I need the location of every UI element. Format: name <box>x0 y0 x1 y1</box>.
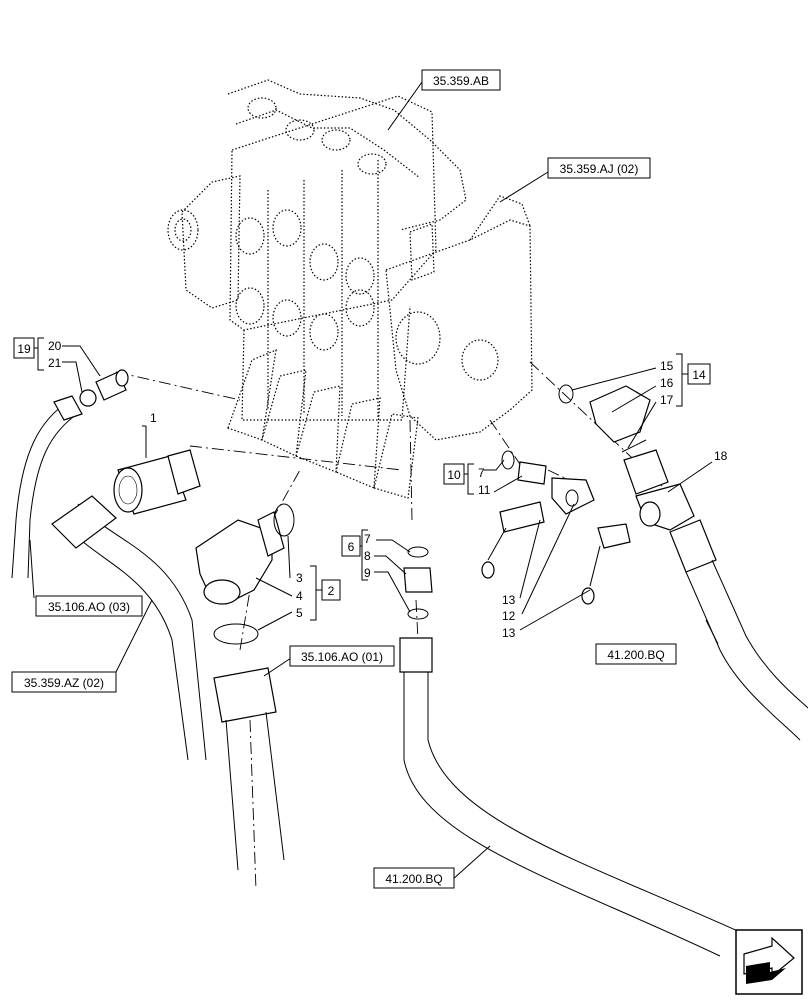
reference-35359ab[interactable]: 35.359.AB <box>421 69 501 91</box>
reference-41200bq-right[interactable]: 41.200.BQ <box>595 643 677 665</box>
svg-text:7: 7 <box>478 466 485 480</box>
svg-text:7: 7 <box>364 532 371 546</box>
group-14: 14 15 16 17 <box>660 353 711 407</box>
fitting-18-tee <box>623 449 695 531</box>
svg-text:8: 8 <box>364 549 371 563</box>
group-19: 19 20 21 <box>13 337 62 371</box>
fitting-10 <box>501 450 595 515</box>
svg-text:12: 12 <box>502 609 516 623</box>
fitting-2-elbow <box>195 503 295 645</box>
hose-center-left <box>213 667 285 871</box>
fitting-1-adapter <box>113 449 201 515</box>
svg-text:15: 15 <box>660 359 674 373</box>
assembly-center-lines <box>115 361 663 891</box>
group-2: 2 3 4 5 <box>296 565 341 621</box>
svg-text:6: 6 <box>348 540 355 554</box>
svg-text:11: 11 <box>478 483 491 497</box>
reference-41200bq-bottom[interactable]: 41.200.BQ <box>373 867 455 889</box>
hose-left <box>11 395 83 579</box>
group-10: 10 7 11 <box>443 463 491 497</box>
fitting-13-banjo <box>481 501 631 605</box>
svg-text:18: 18 <box>714 449 728 463</box>
fitting-19 <box>79 369 129 407</box>
reference-35359aj[interactable]: 35.359.AJ (02) <box>547 157 651 179</box>
reference-35106ao-03[interactable]: 35.106.AO (03) <box>35 595 143 617</box>
control-valve-assembly <box>167 79 533 499</box>
svg-text:35.359.AJ (02): 35.359.AJ (02) <box>560 162 639 176</box>
svg-text:13: 13 <box>502 593 516 607</box>
svg-text:3: 3 <box>296 571 303 585</box>
hose-middle-left <box>51 495 207 761</box>
fitting-14-elbow <box>558 384 651 453</box>
next-page-arrow-icon[interactable] <box>735 929 803 995</box>
svg-text:19: 19 <box>17 342 31 356</box>
leader-lines <box>29 81 719 881</box>
svg-text:13: 13 <box>502 626 516 640</box>
fitting-6 <box>403 546 433 620</box>
svg-text:41.200.BQ: 41.200.BQ <box>385 872 442 886</box>
svg-text:35.359.AZ (02): 35.359.AZ (02) <box>24 676 104 690</box>
svg-text:2: 2 <box>328 584 335 598</box>
svg-text:5: 5 <box>296 606 303 620</box>
callout-labels: 1 13 12 13 18 <box>150 411 728 640</box>
svg-text:41.200.BQ: 41.200.BQ <box>607 648 664 662</box>
svg-text:16: 16 <box>660 376 674 390</box>
svg-text:10: 10 <box>447 468 461 482</box>
hose-center <box>399 637 741 957</box>
group-6: 6 7 8 9 <box>341 529 371 581</box>
svg-text:20: 20 <box>48 339 62 353</box>
svg-text:9: 9 <box>364 566 371 580</box>
svg-text:14: 14 <box>692 368 706 382</box>
reference-35106ao-01[interactable]: 35.106.AO (01) <box>289 645 395 667</box>
svg-text:35.106.AO (01): 35.106.AO (01) <box>301 650 383 664</box>
hose-right <box>669 519 808 741</box>
svg-text:4: 4 <box>296 589 303 603</box>
svg-text:17: 17 <box>660 393 674 407</box>
svg-text:35.359.AB: 35.359.AB <box>433 74 489 88</box>
svg-text:1: 1 <box>150 411 157 425</box>
reference-35359az[interactable]: 35.359.AZ (02) <box>11 671 117 693</box>
svg-text:35.106.AO (03): 35.106.AO (03) <box>48 600 130 614</box>
svg-text:21: 21 <box>48 356 62 370</box>
